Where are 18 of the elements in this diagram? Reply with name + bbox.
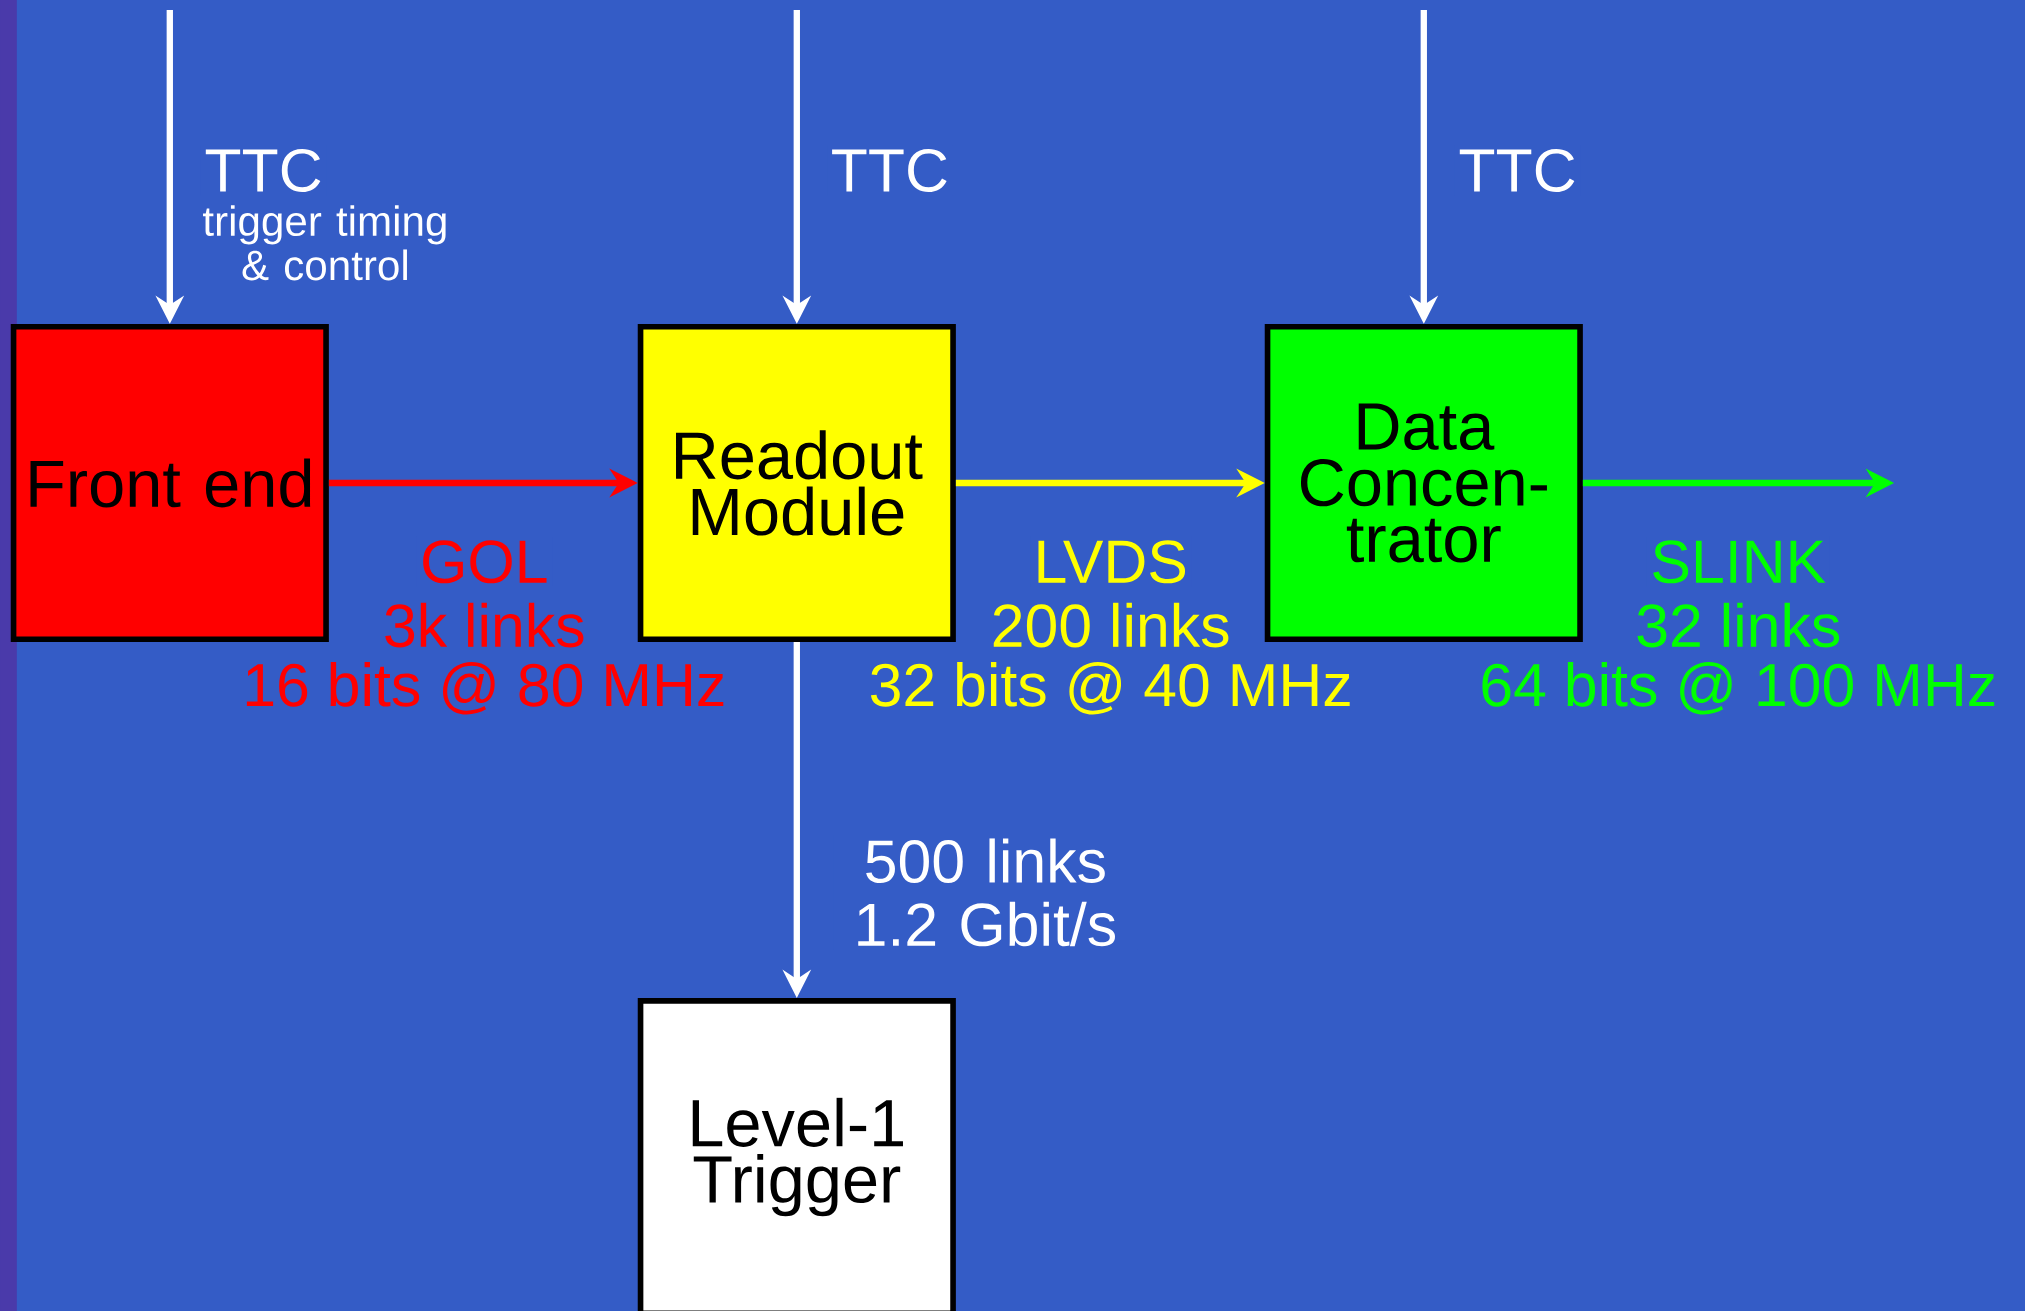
text-label: 3k links bbox=[385, 602, 584, 648]
edge-label: TTC bbox=[827, 145, 953, 196]
edge-label: TTC bbox=[1454, 145, 1581, 196]
process-box: Data Concen-trator bbox=[1264, 323, 1583, 643]
text-label: 16 bits @ 80 MHz bbox=[246, 662, 724, 715]
text-label: trigger timing & control bbox=[203, 205, 446, 281]
process-box: Readout Module bbox=[637, 323, 956, 643]
edge-label: 500 links 1.2 Gbit/s bbox=[833, 834, 1138, 950]
edge-label: LVDS bbox=[1030, 536, 1192, 587]
edge-label: GOL bbox=[416, 536, 553, 587]
text-label: 200 links bbox=[993, 602, 1229, 648]
edge-label: TTC bbox=[200, 145, 327, 196]
process-box: Front end bbox=[10, 323, 329, 643]
text-label: 32 links bbox=[1637, 602, 1840, 648]
process-box: Level-1 Trigger bbox=[637, 998, 956, 1311]
edge-label: SLINK bbox=[1646, 536, 1830, 587]
text-label: 32 bits @ 40 MHz bbox=[870, 662, 1350, 715]
text-label: 64 bits @ 100 MHz bbox=[1482, 662, 1995, 715]
